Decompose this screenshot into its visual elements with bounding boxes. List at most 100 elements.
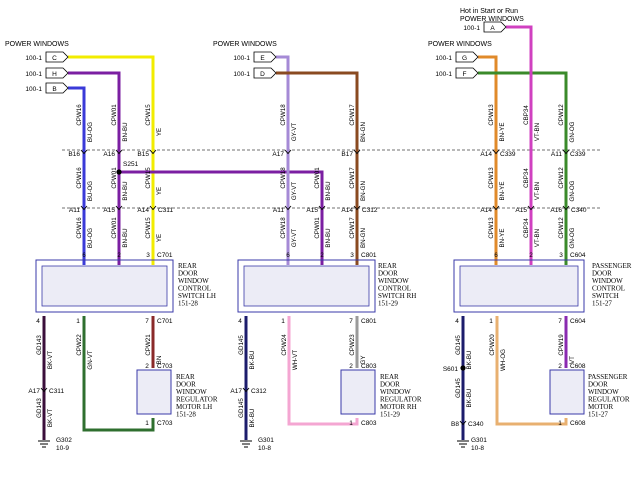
wire-label-lh-circuit: CPW01 — [111, 104, 118, 126]
rh-wire-bottom-circuit: CPW24 — [281, 334, 288, 356]
wire-label-passenger-color: GN-OG — [569, 121, 576, 142]
wire-label-lh-color: BU-OG — [87, 181, 94, 201]
passenger-pin-bottom: 1 — [489, 318, 493, 325]
connector-g-pin: 100-1 — [435, 55, 452, 62]
chevron-mid-passenger — [562, 205, 570, 211]
wire-label-lh-circuit: CPW01 — [111, 167, 118, 189]
wire-label-rh-color: BN-GN — [360, 228, 367, 248]
wire-label-lh-circuit: CPW16 — [76, 104, 83, 126]
rh-wire-bottom-color: WH-VT — [292, 350, 299, 370]
junction-top-passenger: A14 — [480, 151, 492, 158]
wire-cpw22 — [82, 316, 155, 432]
wire-label-passenger-circuit: CPW12 — [558, 167, 565, 189]
switch-name-passenger: 151-27 — [592, 300, 612, 308]
wire-label-rh-circuit: CPW17 — [349, 217, 356, 239]
wire-label-passenger-color: BN-YE — [499, 229, 506, 248]
connector-h-pin: 100-1 — [25, 71, 42, 78]
ground-lh-page: 10-9 — [56, 445, 69, 452]
chevron-mid-rh — [318, 205, 326, 211]
wire-cpw15 — [68, 55, 155, 265]
motor-name-passenger: MOTOR — [588, 403, 613, 411]
junction-mid-lh: A15 — [103, 207, 115, 214]
motor-name-rh: 151-29 — [380, 411, 400, 419]
connector-b-letter: B — [52, 86, 56, 93]
wire-label-rh-circuit: CPW18 — [280, 104, 287, 126]
inline-passenger-conn: C340 — [468, 421, 484, 428]
wire-label-lh-color: YE — [156, 128, 163, 136]
inline-chevron-lh — [40, 387, 48, 393]
inline-lh: A17 — [28, 388, 40, 395]
wire-label-passenger-color: BN-YE — [499, 182, 506, 201]
ground-lh-id: G302 — [56, 437, 72, 444]
motor-name-passenger: WINDOW — [588, 388, 619, 396]
motor-name-lh: REAR — [176, 373, 195, 381]
wires — [42, 25, 568, 440]
motor-name-passenger: 151-27 — [588, 411, 608, 419]
switch-name-lh: SWITCH LH — [178, 292, 216, 300]
chevron-top-lh — [80, 149, 88, 155]
junction-mid-passenger: A15 — [515, 207, 527, 214]
junction-mid-rh: A15 — [306, 207, 318, 214]
pin-lh: 3 — [146, 252, 150, 259]
switch-name-rh: DOOR — [378, 270, 398, 278]
conn-top-lh: C701 — [157, 252, 173, 259]
junction-mid-passenger: A14 — [480, 207, 492, 214]
switch-name-passenger: SWITCH — [592, 292, 619, 300]
rh-wire-bottom-circuit: CPW23 — [349, 334, 356, 356]
chevron-mid-rh — [353, 205, 361, 211]
motor-name-lh: 151-28 — [176, 411, 196, 419]
switch-name-rh: WINDOW — [378, 277, 409, 285]
inline-passenger: B8 — [451, 421, 459, 428]
connector-f-shape — [455, 67, 479, 79]
wire-cbp34 — [506, 25, 533, 265]
chevron-top-lh — [149, 149, 157, 155]
chevron-mid-rh — [284, 205, 292, 211]
section-title-rh: POWER WINDOWS — [213, 41, 277, 48]
motor-name-lh: MOTOR LH — [176, 403, 212, 411]
rh-pin-bottom: 1 — [281, 318, 285, 325]
wire-label-passenger-circuit: CBP34 — [523, 168, 530, 188]
wire-label-rh-color: BN-GN — [360, 181, 367, 201]
wire-label-rh-color: BN-GN — [360, 122, 367, 142]
wire-label-passenger-color: VT-BN — [534, 182, 541, 200]
rh-wire-bottom-circuit: GD145 — [238, 335, 245, 355]
chevron-mid-lh — [80, 205, 88, 211]
wire-cpw13 — [478, 55, 498, 265]
motor-name-rh: MOTOR RH — [380, 403, 417, 411]
lh-pin-bottom: 4 — [36, 318, 40, 325]
junction-mid-rh-conn: C312 — [362, 207, 378, 214]
chevron-top-rh — [284, 149, 292, 155]
rh-motor-conn: C803 — [361, 363, 377, 370]
motor-name-rh: REGULATOR — [380, 396, 422, 404]
wire-label-lh-circuit: CPW16 — [76, 167, 83, 189]
switch-name-passenger: DOOR — [592, 270, 612, 278]
lh-wire-bottom-circuit: GD143 — [36, 335, 43, 355]
wire-label-lh-circuit: CPW16 — [76, 217, 83, 239]
lh-motor-pin: 1 — [145, 420, 149, 427]
junction-top-rh: A17 — [272, 151, 284, 158]
wire-label-lh-color: BU-OG — [87, 122, 94, 142]
switch-name-lh: CONTROL — [178, 285, 211, 293]
ground-wire-lh-circuit: GD143 — [36, 398, 43, 418]
rh-pin-bottom: 4 — [238, 318, 242, 325]
pin-passenger: 3 — [559, 252, 563, 259]
wire-label-lh-color: YE — [156, 234, 163, 242]
passenger-pin-bottom: 4 — [455, 318, 459, 325]
motor-boxes — [136, 369, 585, 415]
motor-name-passenger: PASSENGER — [588, 373, 628, 381]
lh-motor-conn: C703 — [157, 363, 173, 370]
connector-e-letter: E — [260, 55, 265, 62]
connector-f-pin: 100-1 — [435, 71, 452, 78]
wire-label-lh-circuit: CPW15 — [145, 104, 152, 126]
lh-wire-bottom-circuit: CPW21 — [145, 334, 152, 356]
wire-label-passenger-color: GN-OG — [569, 227, 576, 248]
switch-name-lh: 151-28 — [178, 300, 198, 308]
passenger-pin-bottom: 7 — [558, 318, 562, 325]
pin-rh: 3 — [350, 252, 354, 259]
wire-label-lh-circuit: CPW15 — [145, 217, 152, 239]
lh-wire-bottom-circuit: CPW22 — [76, 334, 83, 356]
rh-motor-conn: C803 — [361, 420, 377, 427]
inline-chevron-rh — [242, 387, 250, 393]
pin-passenger: 2 — [529, 252, 533, 259]
